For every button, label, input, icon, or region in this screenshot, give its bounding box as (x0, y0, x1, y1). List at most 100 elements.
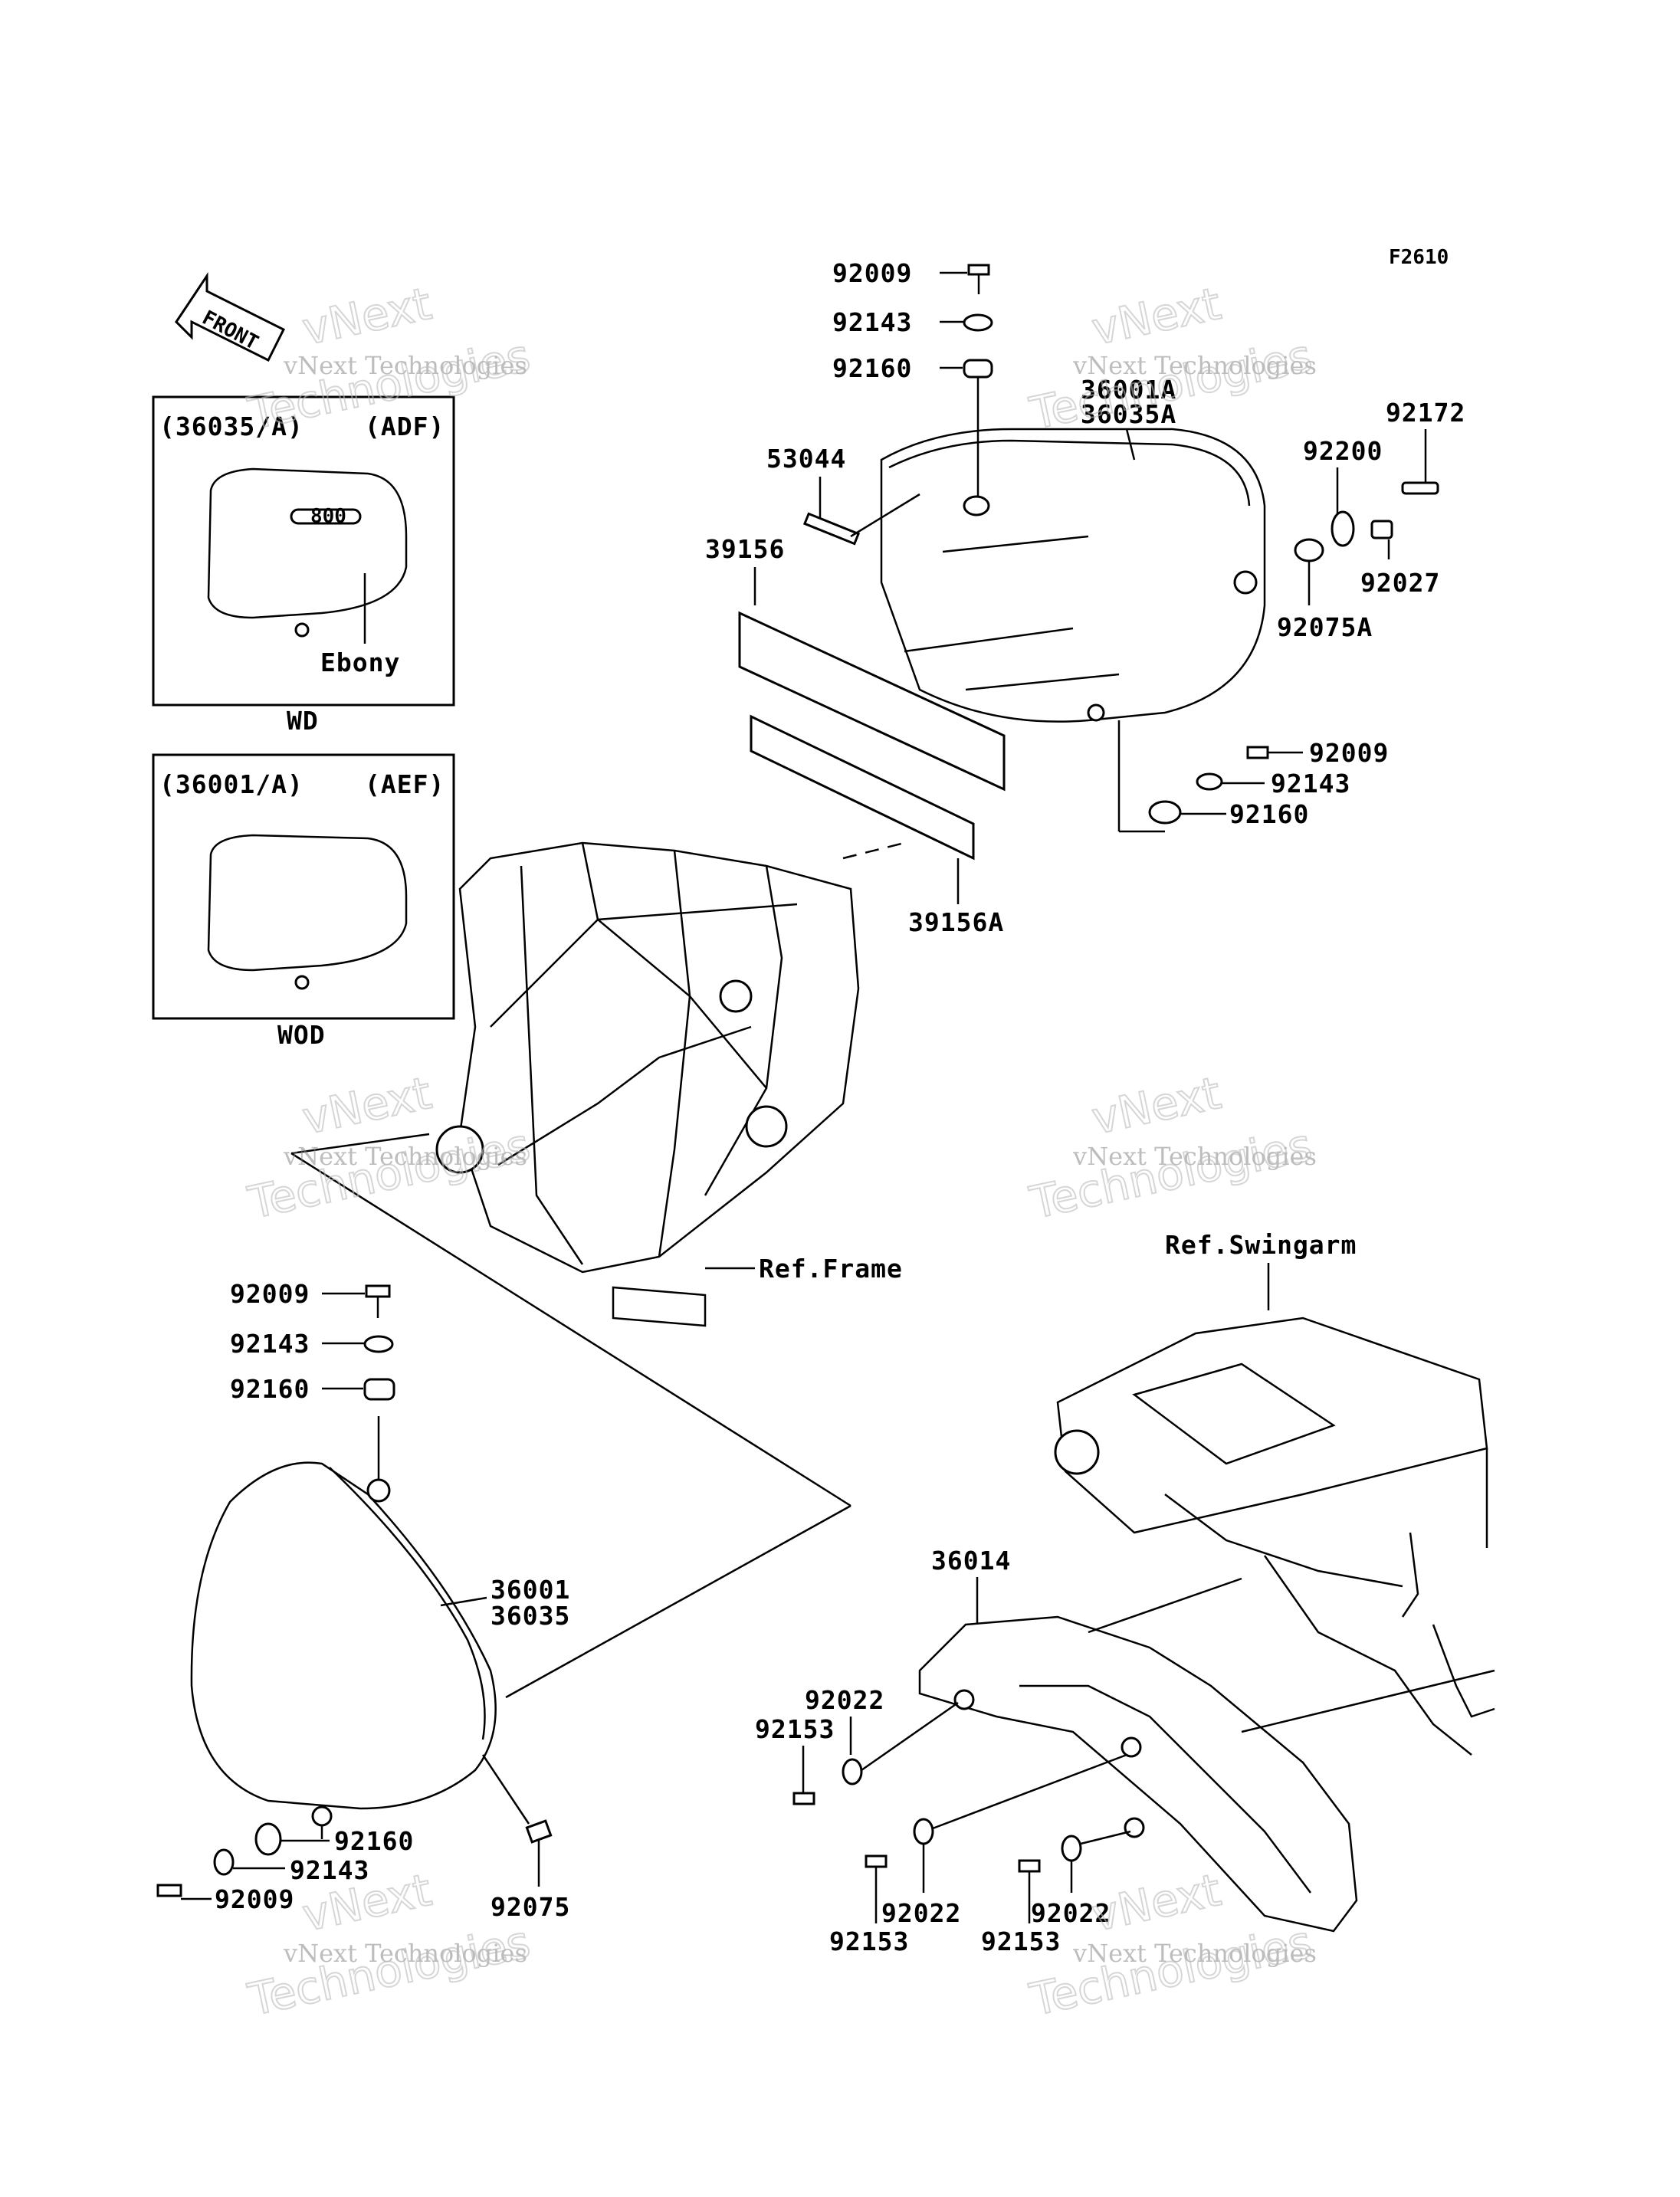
nut-icon (1294, 538, 1324, 562)
part-label-92160: 92160 (334, 1826, 414, 1856)
right-side-cover: 36001A 36035A (880, 375, 1266, 723)
watermark-text: Technologies (244, 1916, 535, 2026)
side-cover-icon (207, 467, 408, 619)
part-label-39156A: 39156A (908, 907, 1004, 937)
assembly-lines (290, 841, 905, 1699)
clip-53044: 53044 (766, 444, 920, 546)
pads: 39156 39156A (705, 534, 1006, 937)
front-arrow-icon: FRONT (175, 272, 286, 362)
part-label-92153: 92153 (755, 1714, 835, 1744)
watermark-text: vNext Technologies (1072, 1939, 1317, 1968)
watermark-text: vNext Technologies (1072, 351, 1317, 380)
part-label-92022: 92022 (1031, 1898, 1111, 1928)
diagram-code: F2610 (1389, 246, 1449, 269)
watermark-text: vNext (298, 277, 436, 356)
washer-icon (1331, 510, 1355, 547)
washer-icon (963, 313, 993, 332)
ref-frame-label: Ref.Frame (759, 1254, 903, 1284)
part-label-92153: 92153 (981, 1926, 1061, 1956)
watermark-text: vNext Technologies (283, 1142, 527, 1171)
watermark-text: vNext (298, 1067, 436, 1145)
washer-icon (363, 1335, 394, 1353)
washer-icon (1061, 1835, 1082, 1862)
right-hardware: 92172 92200 92027 92075A (1277, 398, 1465, 642)
left-fastener-stack: 92009 92143 92160 (230, 1279, 395, 1487)
side-cover-icon (207, 834, 408, 972)
badge-emblem (290, 508, 362, 525)
watermark-text: vNext Technologies (283, 1939, 527, 1968)
bolt-icon (1018, 1859, 1041, 1873)
part-label-36014: 36014 (931, 1546, 1011, 1576)
frame-sketch: Ref.Frame (435, 841, 903, 1327)
swingarm-sketch: Ref.Swingarm (1054, 1230, 1495, 1756)
grommet-icon (363, 1378, 395, 1401)
bolt-icon (792, 1792, 815, 1805)
inset-wd-caption: WD (287, 706, 319, 736)
part-label-92009: 92009 (230, 1279, 310, 1309)
part-label-92200: 92200 (1303, 436, 1383, 466)
part-label-36035A: 36035A (1081, 399, 1176, 429)
inset-wod-header-right: (AEF) (365, 769, 445, 799)
bolt-icon (865, 1854, 888, 1868)
part-label-36001A: 36001A (1081, 375, 1176, 405)
part-label-92075: 92075 (491, 1892, 570, 1922)
part-label-92143: 92143 (832, 307, 912, 337)
bolt-icon (1401, 481, 1439, 495)
watermark-text: vNext (1088, 277, 1226, 356)
inset-wd-badge: 800 (310, 505, 346, 528)
watermark-text: vNext (1088, 1864, 1226, 1942)
grommet-icon (254, 1822, 282, 1856)
bolt-icon (1246, 746, 1269, 759)
inset-wod: (36001/A) (AEF) WOD (152, 753, 455, 1050)
bolt-icon (967, 264, 990, 276)
part-label-92009: 92009 (215, 1884, 294, 1914)
collar-icon (1370, 520, 1393, 539)
pad-icon (738, 611, 1006, 792)
bottom-left-fasteners: 92160 92143 92009 92075 (156, 1754, 570, 1922)
inset-wd: (36035/A) (ADF) 800 Ebony WD (152, 395, 455, 736)
chain-cover: 36014 (918, 1546, 1358, 1933)
washer-icon (1196, 772, 1223, 791)
pad-icon (750, 714, 975, 861)
chain-cover-fasteners: 92022 92153 92022 92153 92022 92153 (755, 1685, 1131, 1956)
part-label-92153: 92153 (829, 1926, 909, 1956)
bolt-icon (365, 1284, 391, 1298)
part-label-92022: 92022 (805, 1685, 884, 1715)
left-side-cover: 36001 36035 (190, 1461, 570, 1827)
part-label-36035: 36035 (491, 1601, 570, 1631)
watermark-text: Technologies (1025, 1119, 1317, 1229)
inset-wd-header-left: (36035/A) (159, 412, 304, 441)
part-label-92160: 92160 (230, 1374, 310, 1404)
part-label-92143: 92143 (1271, 769, 1350, 798)
part-label-92009: 92009 (832, 258, 912, 288)
part-label-92009: 92009 (1309, 738, 1389, 768)
watermark-text: Technologies (1025, 1916, 1317, 2026)
part-label-92075A: 92075A (1277, 612, 1373, 642)
clip-icon (802, 512, 861, 546)
part-label-92160: 92160 (832, 353, 912, 383)
inset-wd-header-right: (ADF) (365, 412, 445, 441)
bolt-icon (156, 1884, 182, 1897)
part-label-92172: 92172 (1386, 398, 1465, 428)
inset-wod-caption: WOD (277, 1020, 326, 1050)
inset-wod-header-left: (36001/A) (159, 769, 304, 799)
washer-icon (842, 1758, 863, 1785)
inset-wd-part-label: Ebony (320, 648, 400, 677)
part-label-92143: 92143 (290, 1855, 369, 1885)
washer-icon (213, 1848, 235, 1876)
grommet-icon (963, 359, 993, 379)
part-label-92143: 92143 (230, 1329, 310, 1359)
part-label-39156: 39156 (705, 534, 785, 564)
washer-icon (913, 1818, 934, 1845)
part-label-92022: 92022 (881, 1898, 961, 1928)
top-fastener-stack: 92009 92143 92160 (832, 258, 993, 498)
watermark-text: vNext (1088, 1067, 1226, 1145)
nut-icon (525, 1819, 553, 1844)
mid-fastener-stack: 92009 92143 92160 (1117, 720, 1389, 833)
part-label-36001: 36001 (491, 1575, 570, 1605)
watermark-text: vNext Technologies (283, 351, 527, 380)
part-label-92027: 92027 (1360, 568, 1440, 598)
ref-swingarm-label: Ref.Swingarm (1165, 1230, 1357, 1260)
watermark-text: Technologies (244, 1119, 535, 1229)
